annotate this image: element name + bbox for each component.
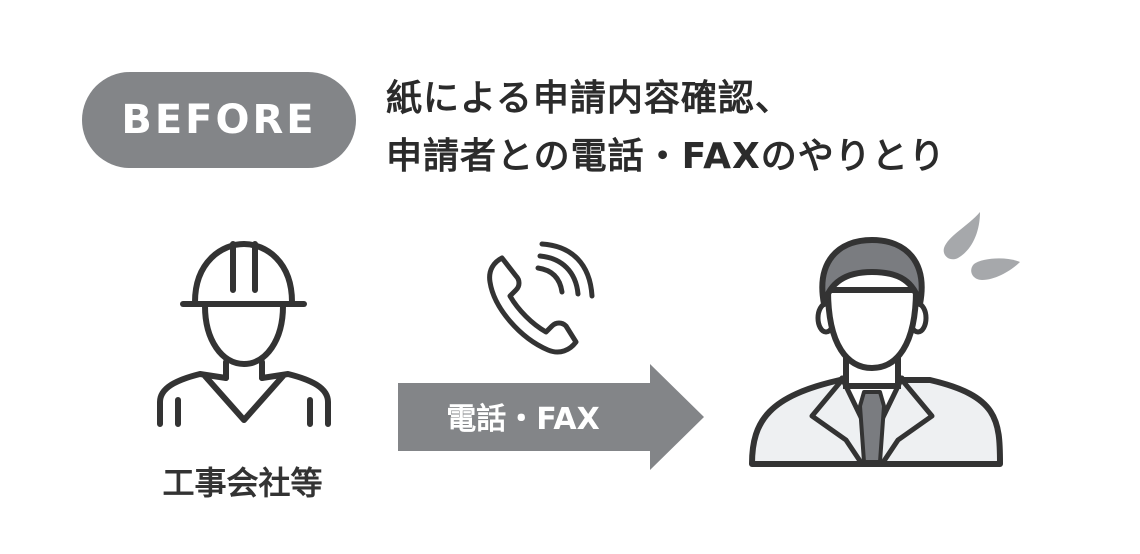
phone-ringing-icon	[487, 241, 595, 355]
businessman-icon	[749, 237, 1003, 467]
headline: 紙による申請内容確認、 申請者との電話・FAXのやりとり	[386, 70, 1126, 186]
before-badge: BEFORE	[82, 72, 356, 168]
headline-line-1: 紙による申請内容確認、	[386, 78, 792, 119]
construction-worker-icon	[157, 241, 331, 427]
arrow-right-icon	[398, 364, 704, 470]
worker-label: 工事会社等	[162, 464, 323, 502]
before-badge-label: BEFORE	[121, 97, 317, 143]
headline-line-2: 申請者との電話・FAXのやりとり	[386, 136, 946, 177]
arrow-label: 電話・FAX	[446, 402, 600, 437]
sweat-drops-icon	[943, 212, 1020, 280]
